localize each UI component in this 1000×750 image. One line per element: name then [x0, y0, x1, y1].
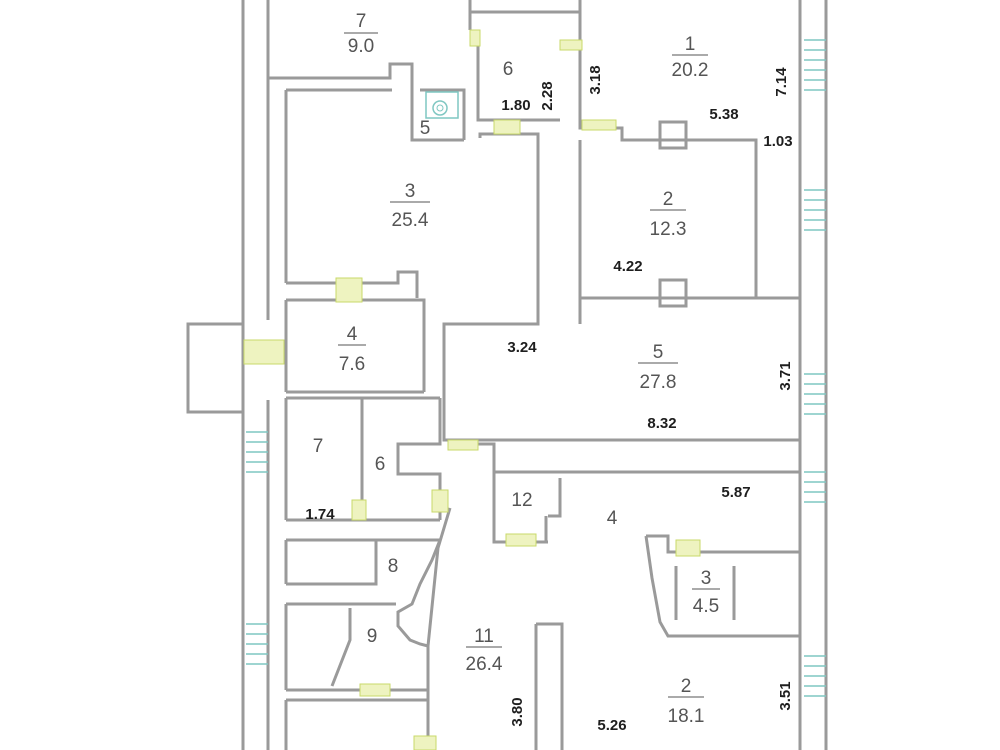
room-label-3-small: 3 4.5 — [692, 568, 720, 617]
svg-text:6: 6 — [375, 454, 386, 475]
room-label-9: 9 — [367, 626, 378, 647]
dimension-4-22: 4.22 — [613, 258, 642, 275]
dimension-1-80: 1.80 — [501, 97, 530, 114]
svg-text:8: 8 — [388, 556, 399, 577]
svg-text:1: 1 — [685, 34, 696, 55]
room-label-5-wc: 5 — [420, 118, 431, 139]
room-label-7-top: 7 9.0 — [344, 11, 378, 57]
dimension-2-28: 2.28 — [539, 81, 556, 110]
svg-text:3: 3 — [405, 181, 416, 202]
svg-text:26.4: 26.4 — [466, 654, 503, 675]
svg-text:18.1: 18.1 — [668, 706, 705, 727]
room-labels: 7 9.0 6 5 1 20.2 3 25.4 2 12.3 4 7.6 — [313, 11, 720, 727]
room-label-11: 11 26.4 — [466, 626, 503, 675]
dimension-3-80: 3.80 — [509, 697, 526, 726]
svg-text:7.6: 7.6 — [339, 354, 365, 375]
svg-text:9.0: 9.0 — [348, 36, 374, 57]
room-label-7-mid: 7 — [313, 436, 324, 457]
room-label-2-top: 2 12.3 — [650, 189, 687, 240]
svg-text:4.5: 4.5 — [693, 596, 719, 617]
svg-text:12: 12 — [511, 490, 532, 511]
interior-walls — [268, 0, 800, 750]
dimension-3-51: 3.51 — [777, 681, 794, 710]
doors — [243, 29, 701, 750]
svg-text:25.4: 25.4 — [392, 210, 429, 231]
room-label-12: 12 — [511, 490, 532, 511]
room-label-8: 8 — [388, 556, 399, 577]
dimension-1-03: 1.03 — [763, 133, 792, 150]
svg-text:12.3: 12.3 — [650, 219, 687, 240]
dimension-7-14: 7.14 — [773, 67, 790, 97]
room-label-6-mid: 6 — [375, 454, 386, 475]
dimension-3-24: 3.24 — [507, 339, 537, 356]
dimension-labels: 2.28 3.18 7.14 1.80 5.38 1.03 4.22 3.24 … — [305, 65, 794, 734]
svg-text:7: 7 — [356, 11, 367, 32]
dimension-8-32: 8.32 — [647, 415, 676, 432]
dimension-5-87: 5.87 — [721, 484, 750, 501]
svg-text:4: 4 — [347, 324, 358, 345]
svg-text:4: 4 — [607, 508, 618, 529]
dimension-3-18: 3.18 — [587, 65, 604, 94]
svg-text:7: 7 — [313, 436, 324, 457]
dimension-3-71: 3.71 — [777, 361, 794, 390]
room-label-4-small: 4 7.6 — [338, 324, 366, 375]
room-label-5-big: 5 27.8 — [638, 342, 678, 393]
dimension-5-26: 5.26 — [597, 717, 626, 734]
room-label-6-top: 6 — [503, 59, 514, 80]
room-label-3-big: 3 25.4 — [390, 181, 430, 231]
balcony — [186, 322, 245, 414]
svg-text:2: 2 — [681, 676, 692, 697]
room-label-1: 1 20.2 — [672, 34, 709, 81]
svg-text:2: 2 — [663, 189, 674, 210]
windows — [246, 39, 826, 697]
svg-text:5: 5 — [653, 342, 664, 363]
room-label-4-mid: 4 — [607, 508, 618, 529]
svg-text:3: 3 — [701, 568, 712, 589]
room-label-2-bottom: 2 18.1 — [668, 676, 705, 727]
dimension-1-74: 1.74 — [305, 506, 335, 523]
toilet-icon — [425, 91, 459, 119]
svg-text:9: 9 — [367, 626, 378, 647]
svg-text:5: 5 — [420, 118, 431, 139]
svg-text:6: 6 — [503, 59, 514, 80]
svg-text:20.2: 20.2 — [672, 60, 709, 81]
svg-text:11: 11 — [474, 626, 494, 647]
dimension-5-38: 5.38 — [709, 106, 738, 123]
svg-text:27.8: 27.8 — [640, 372, 677, 393]
